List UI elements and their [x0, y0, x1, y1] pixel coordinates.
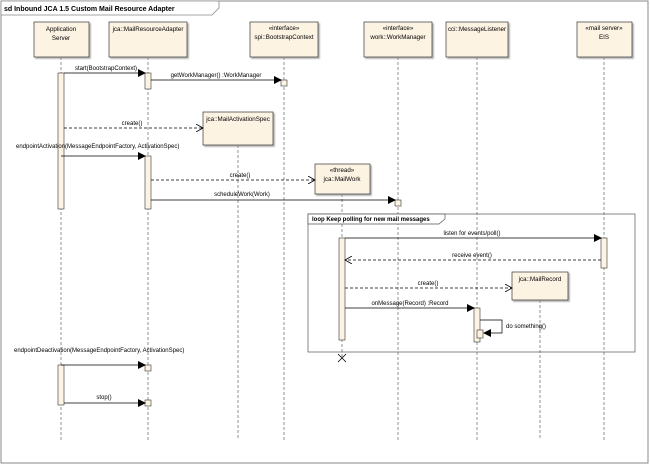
app-server-label-1: Application	[46, 26, 77, 33]
mail-work-label: jca::MailWork	[322, 176, 361, 183]
activation-bars	[57, 72, 608, 407]
label-listen: listen for events/poll()	[443, 231, 500, 237]
app-server-label-2: Server	[52, 35, 70, 42]
mail-work-box: «thread» jca::MailWork	[314, 163, 371, 195]
app-server-header: Application Server	[33, 21, 90, 58]
activation-bootstrap-context	[280, 79, 288, 87]
resource-adapter-header: jca::MailResourceAdapter	[108, 21, 188, 58]
loop-label: loop Keep polling for new mail messages	[312, 217, 430, 223]
label-endpoint-deactivation: endpointDeactivation(MessageEndpointFact…	[14, 348, 184, 354]
activation-spec-label: jca::MailActivationSpec	[205, 116, 270, 123]
activation-mail-work	[338, 237, 346, 341]
mail-record-box: jca::MailRecord	[511, 271, 569, 301]
work-manager-label: work::WorkManager	[369, 34, 425, 41]
activation-message-listener	[473, 307, 481, 343]
label-receive: receive event()	[452, 253, 492, 259]
mail-record-label: jca::MailRecord	[518, 276, 562, 283]
activation-resource-adapter-1	[144, 72, 152, 90]
activation-spec-box: jca::MailActivationSpec	[202, 111, 274, 146]
label-create-spec: create()	[122, 121, 143, 127]
activation-message-listener-self	[476, 329, 484, 339]
bootstrap-context-label: spi::BootstrapContext	[254, 34, 313, 41]
work-manager-header: «interface» work::WorkManager	[363, 21, 433, 58]
label-start: start(BootstrapContext)	[75, 66, 137, 72]
label-schedule-work: scheduleWork(Work)	[214, 192, 270, 198]
activation-eis	[600, 237, 608, 269]
activation-resource-adapter-4	[144, 399, 152, 407]
lifeline-headers: Application Server jca::MailResourceAdap…	[33, 21, 633, 58]
activation-app-server-2	[57, 364, 65, 406]
created-objects: jca::MailActivationSpec «thread» jca::Ma…	[202, 111, 569, 301]
work-manager-stereotype: «interface»	[383, 25, 414, 32]
label-on-message: onMessage(Record) :Record	[371, 301, 448, 307]
arrow-do-something	[480, 319, 503, 337]
activation-resource-adapter-2	[144, 155, 152, 210]
label-stop: stop()	[96, 395, 111, 401]
message-listener-label: cci::MessageListener	[448, 26, 506, 33]
mail-work-destroy-mark	[337, 353, 347, 363]
resource-adapter-label: jca::MailResourceAdapter	[112, 26, 184, 33]
label-do-something: do something()	[506, 324, 546, 330]
frame-title: sd Inbound JCA 1.5 Custom Mail Resource …	[4, 6, 175, 13]
activation-app-server-1	[57, 72, 65, 210]
mail-work-stereotype: «thread»	[330, 167, 355, 174]
activation-resource-adapter-3	[144, 364, 152, 372]
eis-header: «mail server» EIS	[576, 21, 633, 58]
bootstrap-context-stereotype: «interface»	[269, 25, 300, 32]
activation-work-manager	[394, 199, 402, 207]
eis-stereotype: «mail server»	[585, 25, 623, 32]
message-listener-header: cci::MessageListener	[445, 21, 509, 58]
label-endpoint-activation: endpointActivation(MessageEndpointFactor…	[16, 144, 179, 150]
eis-label: EIS	[599, 34, 609, 41]
loop-fragment: loop Keep polling for new mail messages	[307, 213, 636, 353]
bootstrap-context-header: «interface» spi::BootstrapContext	[249, 21, 319, 58]
messages	[61, 69, 602, 407]
label-create-record: create()	[418, 281, 439, 287]
label-get-work-manager: getWorkManager() :WorkManager	[171, 73, 262, 79]
message-labels: start(BootstrapContext) getWorkManager()…	[14, 66, 546, 401]
label-create-work: create()	[230, 173, 251, 179]
